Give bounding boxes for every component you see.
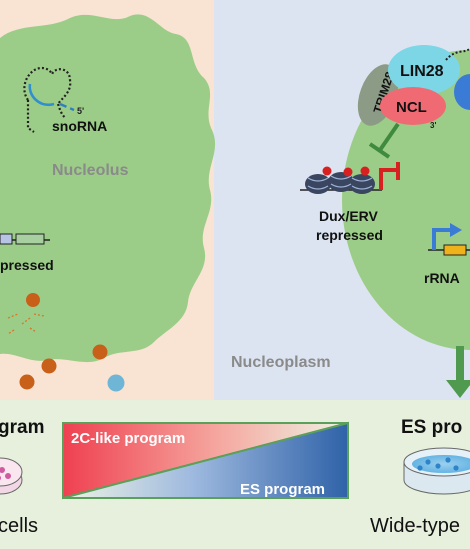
two-c-program-label: 2C-like program	[71, 430, 185, 447]
nucleolus-label: Nucleolus	[52, 162, 129, 179]
program-gradient	[62, 421, 349, 500]
five-prime-label-left: 5'	[77, 106, 84, 116]
partial-protein-blue	[454, 74, 470, 110]
ncl-protein	[380, 87, 446, 125]
protein-dot	[41, 358, 57, 374]
nucleosome-chromatin-icon	[300, 166, 382, 194]
snorna-hairpin-icon	[23, 66, 72, 133]
rrna-label: rRNA	[424, 270, 460, 286]
lin28-protein	[388, 45, 460, 95]
es-program-label: ES program	[240, 481, 325, 498]
rna-strand	[445, 47, 470, 61]
repressed-label-right: repressed	[316, 227, 383, 243]
program-label-right: ES pro	[401, 417, 462, 438]
program-label-left: gram	[0, 417, 44, 438]
cells-label-left: cells	[0, 515, 38, 537]
repression-arrow	[368, 122, 400, 159]
petri-dish-right-icon	[403, 447, 470, 495]
down-arrow	[446, 346, 470, 398]
snorna-tail	[59, 102, 75, 112]
repressed-promoter-icon	[379, 162, 400, 190]
snorna-binding-arc	[28, 83, 55, 107]
nucleoplasm-label: Nucleoplasm	[231, 354, 331, 371]
protein-dot	[26, 293, 40, 307]
repressed-label-left: pressed	[0, 257, 54, 273]
petri-dish-left-icon	[0, 457, 23, 495]
three-prime-label: 3'	[430, 121, 436, 130]
protein-dot-blue	[107, 374, 125, 392]
dux-erv-label: Dux/ERV	[319, 208, 379, 224]
ncl-label: NCL	[396, 99, 427, 116]
cells-label-right: Wide-type	[370, 515, 460, 537]
lin28-label: LIN28	[400, 63, 444, 80]
snorna-label: snoRNA	[52, 118, 107, 134]
rdna-gene-icon	[0, 233, 50, 245]
rrna-gene-icon	[428, 223, 470, 256]
protein-dot	[19, 374, 35, 390]
nucleolus-blob	[0, 14, 216, 363]
protein-dot	[92, 344, 108, 360]
rna-fragments-icon	[7, 313, 45, 335]
